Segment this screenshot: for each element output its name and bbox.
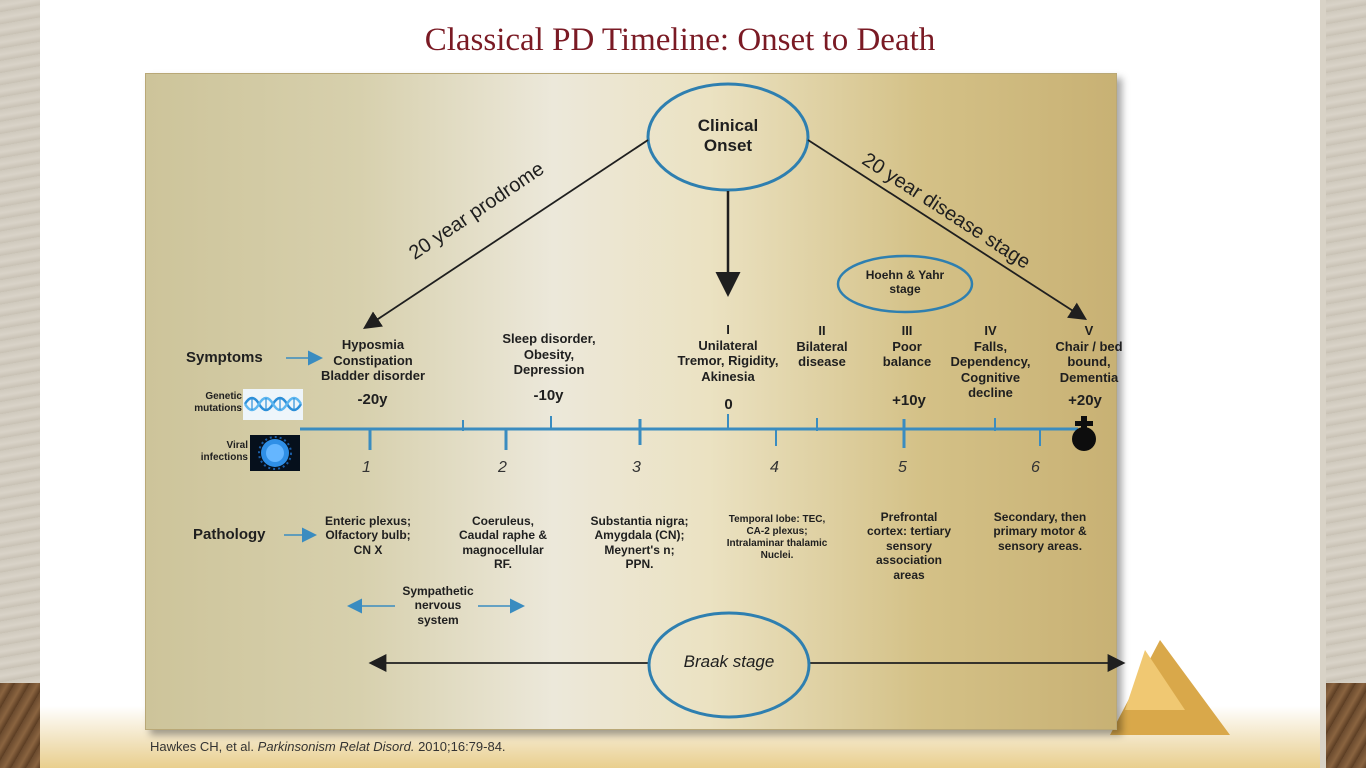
symptom-text: V Chair / bed bound, Dementia <box>1055 323 1123 385</box>
braak-ellipse <box>647 611 811 719</box>
braak-stage-number: 6 <box>1031 459 1040 476</box>
braak-stage-number: 5 <box>898 459 907 476</box>
symptom-text: II Bilateral disease <box>796 323 848 370</box>
pyramid-highlight <box>1125 650 1185 710</box>
pathology-stage-1: Enteric plexus; Olfactory bulb; CN X <box>324 514 412 557</box>
virus-icon <box>250 435 300 471</box>
symptoms-row-label: Symptoms <box>186 349 263 366</box>
wood-floor-right <box>1326 683 1366 768</box>
wood-wall-right <box>1326 0 1366 768</box>
symptom-text: Hyposmia Constipation Bladder disorder <box>320 337 426 384</box>
hoehn-yahr-label: Hoehn & Yahr stage <box>865 268 945 297</box>
citation-details: 2010;16:79-84. <box>418 739 506 754</box>
slide-title: Classical PD Timeline: Onset to Death <box>424 22 936 58</box>
symptom-time: -20y <box>357 391 388 408</box>
citation: Hawkes CH, et al. Parkinsonism Relat Dis… <box>150 739 506 754</box>
pathology-stage-5: Prefrontal cortex: tertiary sensory asso… <box>866 510 952 582</box>
death-cross-icon <box>1072 416 1096 451</box>
braak-stage-number: 4 <box>770 459 779 476</box>
prodrome-arrow <box>362 139 649 329</box>
braak-stage-number: 2 <box>498 459 507 476</box>
diagram-panel <box>145 73 1117 730</box>
braak-stage-number: 1 <box>362 459 371 476</box>
symptom-time: +20y <box>1068 392 1102 409</box>
symptom-text: I Unilateral Tremor, Rigidity, Akinesia <box>677 322 779 384</box>
braak-stage-label: Braak stage <box>683 652 775 671</box>
wood-floor-left <box>0 683 40 768</box>
symptom-text: IV Falls, Dependency, Cognitive decline <box>950 323 1031 401</box>
clinical-onset-ellipse <box>646 82 810 192</box>
symptom-text: Sleep disorder, Obesity, Depression <box>502 331 596 378</box>
citation-authors: Hawkes CH, et al. <box>150 739 255 754</box>
sympathetic-label: Sympathetic nervous system <box>402 584 474 627</box>
citation-journal: Parkinsonism Relat Disord. <box>257 739 415 754</box>
braak-stage-number: 3 <box>632 459 641 476</box>
dna-helix-icon <box>243 389 303 420</box>
pathology-row-label: Pathology <box>193 526 266 543</box>
pathology-stage-6: Secondary, then primary motor & sensory … <box>993 510 1087 553</box>
viral-row-label: Viral infections <box>200 440 248 463</box>
pathology-stage-4: Temporal lobe: TEC, CA-2 plexus; Intrala… <box>726 514 828 561</box>
symptom-time: +10y <box>892 392 926 409</box>
symptom-time: -10y <box>533 387 564 404</box>
wood-wall-left <box>0 0 40 768</box>
symptom-time: 0 <box>724 396 733 413</box>
disease-stage-arrow <box>807 139 1088 320</box>
genetic-row-label: Genetic mutations <box>194 391 242 414</box>
clinical-onset-label: Clinical Onset <box>697 116 759 156</box>
hoehn-yahr-ellipse <box>836 254 974 314</box>
symptom-text: III Poor balance <box>882 323 932 370</box>
pathology-stage-2: Coeruleus, Caudal raphe & magnocellular … <box>458 514 548 572</box>
pathology-stage-3: Substantia nigra; Amygdala (CN); Meynert… <box>590 514 689 572</box>
